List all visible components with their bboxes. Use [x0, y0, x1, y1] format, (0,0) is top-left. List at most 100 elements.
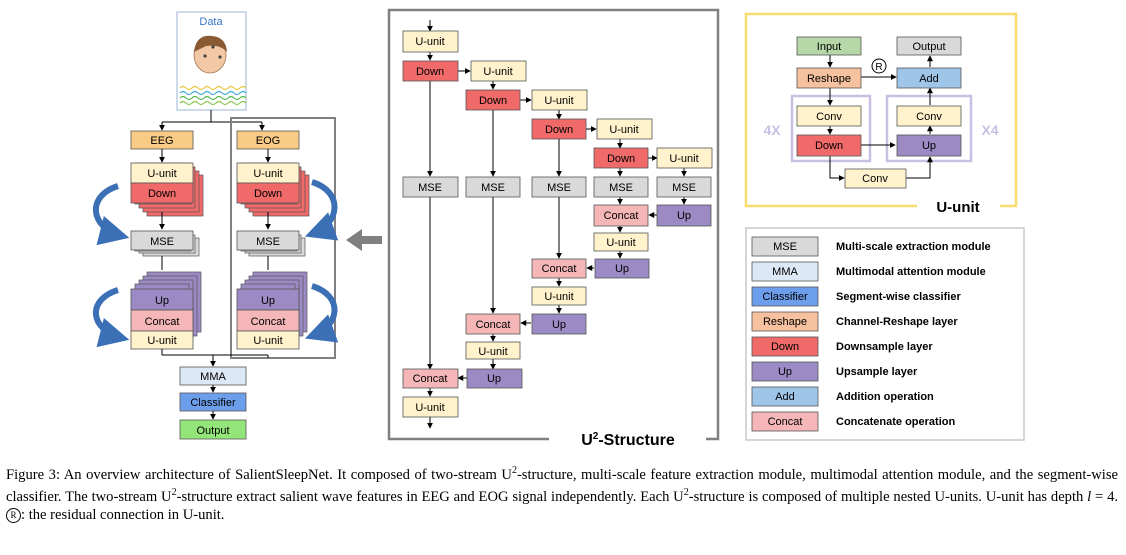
u2-mse-5 — [656, 176, 712, 198]
u2-mse-2-label: MSE — [481, 182, 505, 194]
uunit-add-label: Add — [919, 73, 939, 85]
head-icon — [193, 35, 227, 74]
caption-sup-3: 2 — [683, 487, 689, 499]
u2-u-unit-1 — [402, 30, 459, 53]
u2-mse-3 — [531, 176, 587, 198]
u2-up-2 — [531, 313, 587, 335]
uunit-input — [796, 36, 862, 56]
left-curved-arrow-bottom — [93, 287, 130, 348]
eog-stack-up: Up — [261, 295, 275, 307]
eeg-stack-up: Up — [155, 295, 169, 307]
u2-concat-1 — [402, 368, 459, 389]
legend-desc-mse: Multi-scale extraction module — [836, 241, 991, 253]
legend-swatch-down — [751, 336, 819, 357]
legend-swatch-mse — [751, 236, 819, 257]
u2-mse-2 — [465, 176, 521, 198]
eeg-stack-concat: Concat — [145, 316, 180, 328]
u2-mse-5-label: MSE — [672, 182, 696, 194]
eog-decoder-stack: Up Concat U-unit — [236, 271, 308, 350]
uunit-down — [796, 134, 862, 157]
eog-stack-mse: MSE — [256, 236, 280, 248]
legend-swatch-reshape — [751, 311, 819, 332]
u2-u-unit-4-label: U-unit — [609, 124, 638, 136]
uunit-output-label: Output — [912, 41, 945, 53]
u2-mse-1 — [402, 176, 459, 198]
legend-swatch-up — [751, 361, 819, 382]
uunit-reshape-label: Reshape — [807, 73, 851, 85]
caption-residual-symbol: R — [6, 507, 21, 523]
legend-desc-concat: Concatenate operation — [836, 416, 955, 428]
classifier-label: Classifier — [190, 397, 236, 409]
uunit-add — [896, 67, 962, 89]
u2-u-unit-2-dec-label: U-unit — [478, 346, 507, 358]
u2-u-unit-out — [402, 396, 459, 418]
u2-down-1-label: Down — [416, 66, 444, 78]
eog-stack-down: Down — [254, 188, 282, 200]
residual-label: R — [875, 62, 882, 73]
uunit-conv-dec-label: Conv — [916, 111, 942, 123]
u-unit-panel: U-unit 4X X4 Input Output Reshape R Add … — [744, 12, 1018, 216]
legend-desc-classifier: Segment-wise classifier — [836, 291, 961, 303]
legend-desc-mma: Multimodal attention module — [836, 266, 986, 278]
u2-u-unit-2-label: U-unit — [483, 66, 512, 78]
right-curved-arrow-bottom — [304, 283, 339, 343]
u2-up-4 — [656, 204, 712, 227]
uunit-output — [896, 36, 962, 56]
u2-concat-2-label: Concat — [476, 319, 511, 331]
eog-mse-stack: MSE — [236, 230, 306, 257]
legend-tag-down: Down — [771, 341, 799, 353]
legend-tag-mse: MSE — [773, 241, 797, 253]
u2-concat-4 — [593, 204, 649, 227]
u2-up-3 — [594, 258, 650, 279]
uunit-down-label: Down — [815, 140, 843, 152]
caption-part-5: = 4. — [1091, 489, 1119, 506]
u2-u-unit-3 — [531, 89, 588, 111]
legend-tag-reshape: Reshape — [763, 316, 807, 328]
right-curved-arrow-top — [304, 179, 339, 241]
caption-part-3: -structure extract salient wave features… — [176, 489, 684, 506]
u2-mse-1-label: MSE — [418, 182, 442, 194]
eog-stack-u-unit: U-unit — [253, 168, 282, 180]
u2-up-1-label: Up — [487, 373, 501, 385]
u2-down-3-label: Down — [545, 124, 573, 136]
u2-up-1 — [466, 368, 523, 389]
caption-part-1: Figure 3: An overview architecture of Sa… — [6, 466, 512, 483]
legend-swatch-concat — [751, 411, 819, 432]
eog-stack-concat: Concat — [251, 316, 286, 328]
u2-down-2 — [465, 89, 521, 111]
legend-desc-down: Downsample layer — [836, 341, 933, 353]
u-unit-title: U-unit — [936, 199, 979, 216]
u2-down-4 — [593, 147, 649, 169]
legend-desc-up: Upsample layer — [836, 366, 918, 378]
u2-down-1 — [402, 60, 459, 82]
u2-up-2-label: Up — [552, 319, 566, 331]
repeat-frame-left — [790, 94, 872, 163]
signal-waves-icon — [179, 85, 247, 106]
uunit-input-label: Input — [817, 41, 841, 53]
figure-caption: Figure 3: An overview architecture of Sa… — [6, 462, 1118, 525]
left-overview: Data EEG U-unit Do — [93, 11, 382, 440]
legend-desc-add: Addition operation — [836, 391, 934, 403]
u2-down-2-label: Down — [479, 95, 507, 107]
legend-swatch-classifier — [751, 286, 819, 307]
uunit-conv-dec — [896, 105, 962, 127]
eog-label: EOG — [256, 135, 280, 147]
u2-concat-1-label: Concat — [413, 373, 448, 385]
u2-mse-3-label: MSE — [547, 182, 571, 194]
legend-tag-mma: MMA — [772, 266, 798, 278]
architecture-diagram: Data EEG U-unit Do — [93, 8, 1025, 449]
u2-concat-4-label: Concat — [604, 210, 639, 222]
uunit-conv-enc — [796, 105, 862, 127]
eeg-stack-u-unit: U-unit — [147, 168, 176, 180]
u2-frame — [387, 8, 720, 441]
legend-tag-concat: Concat — [768, 416, 803, 428]
u2-concat-2 — [465, 313, 521, 335]
legend-swatch-add — [751, 386, 819, 407]
legend-desc-reshape: Channel-Reshape layer — [836, 316, 958, 328]
eeg-mse-stack: MSE — [130, 230, 200, 257]
uunit-conv-enc-label: Conv — [816, 111, 842, 123]
repeat-x4-right: X4 — [981, 122, 998, 138]
u2-u-unit-2-dec — [465, 341, 521, 360]
expand-arrow-icon — [346, 229, 382, 251]
u2-up-3-label: Up — [615, 263, 629, 275]
